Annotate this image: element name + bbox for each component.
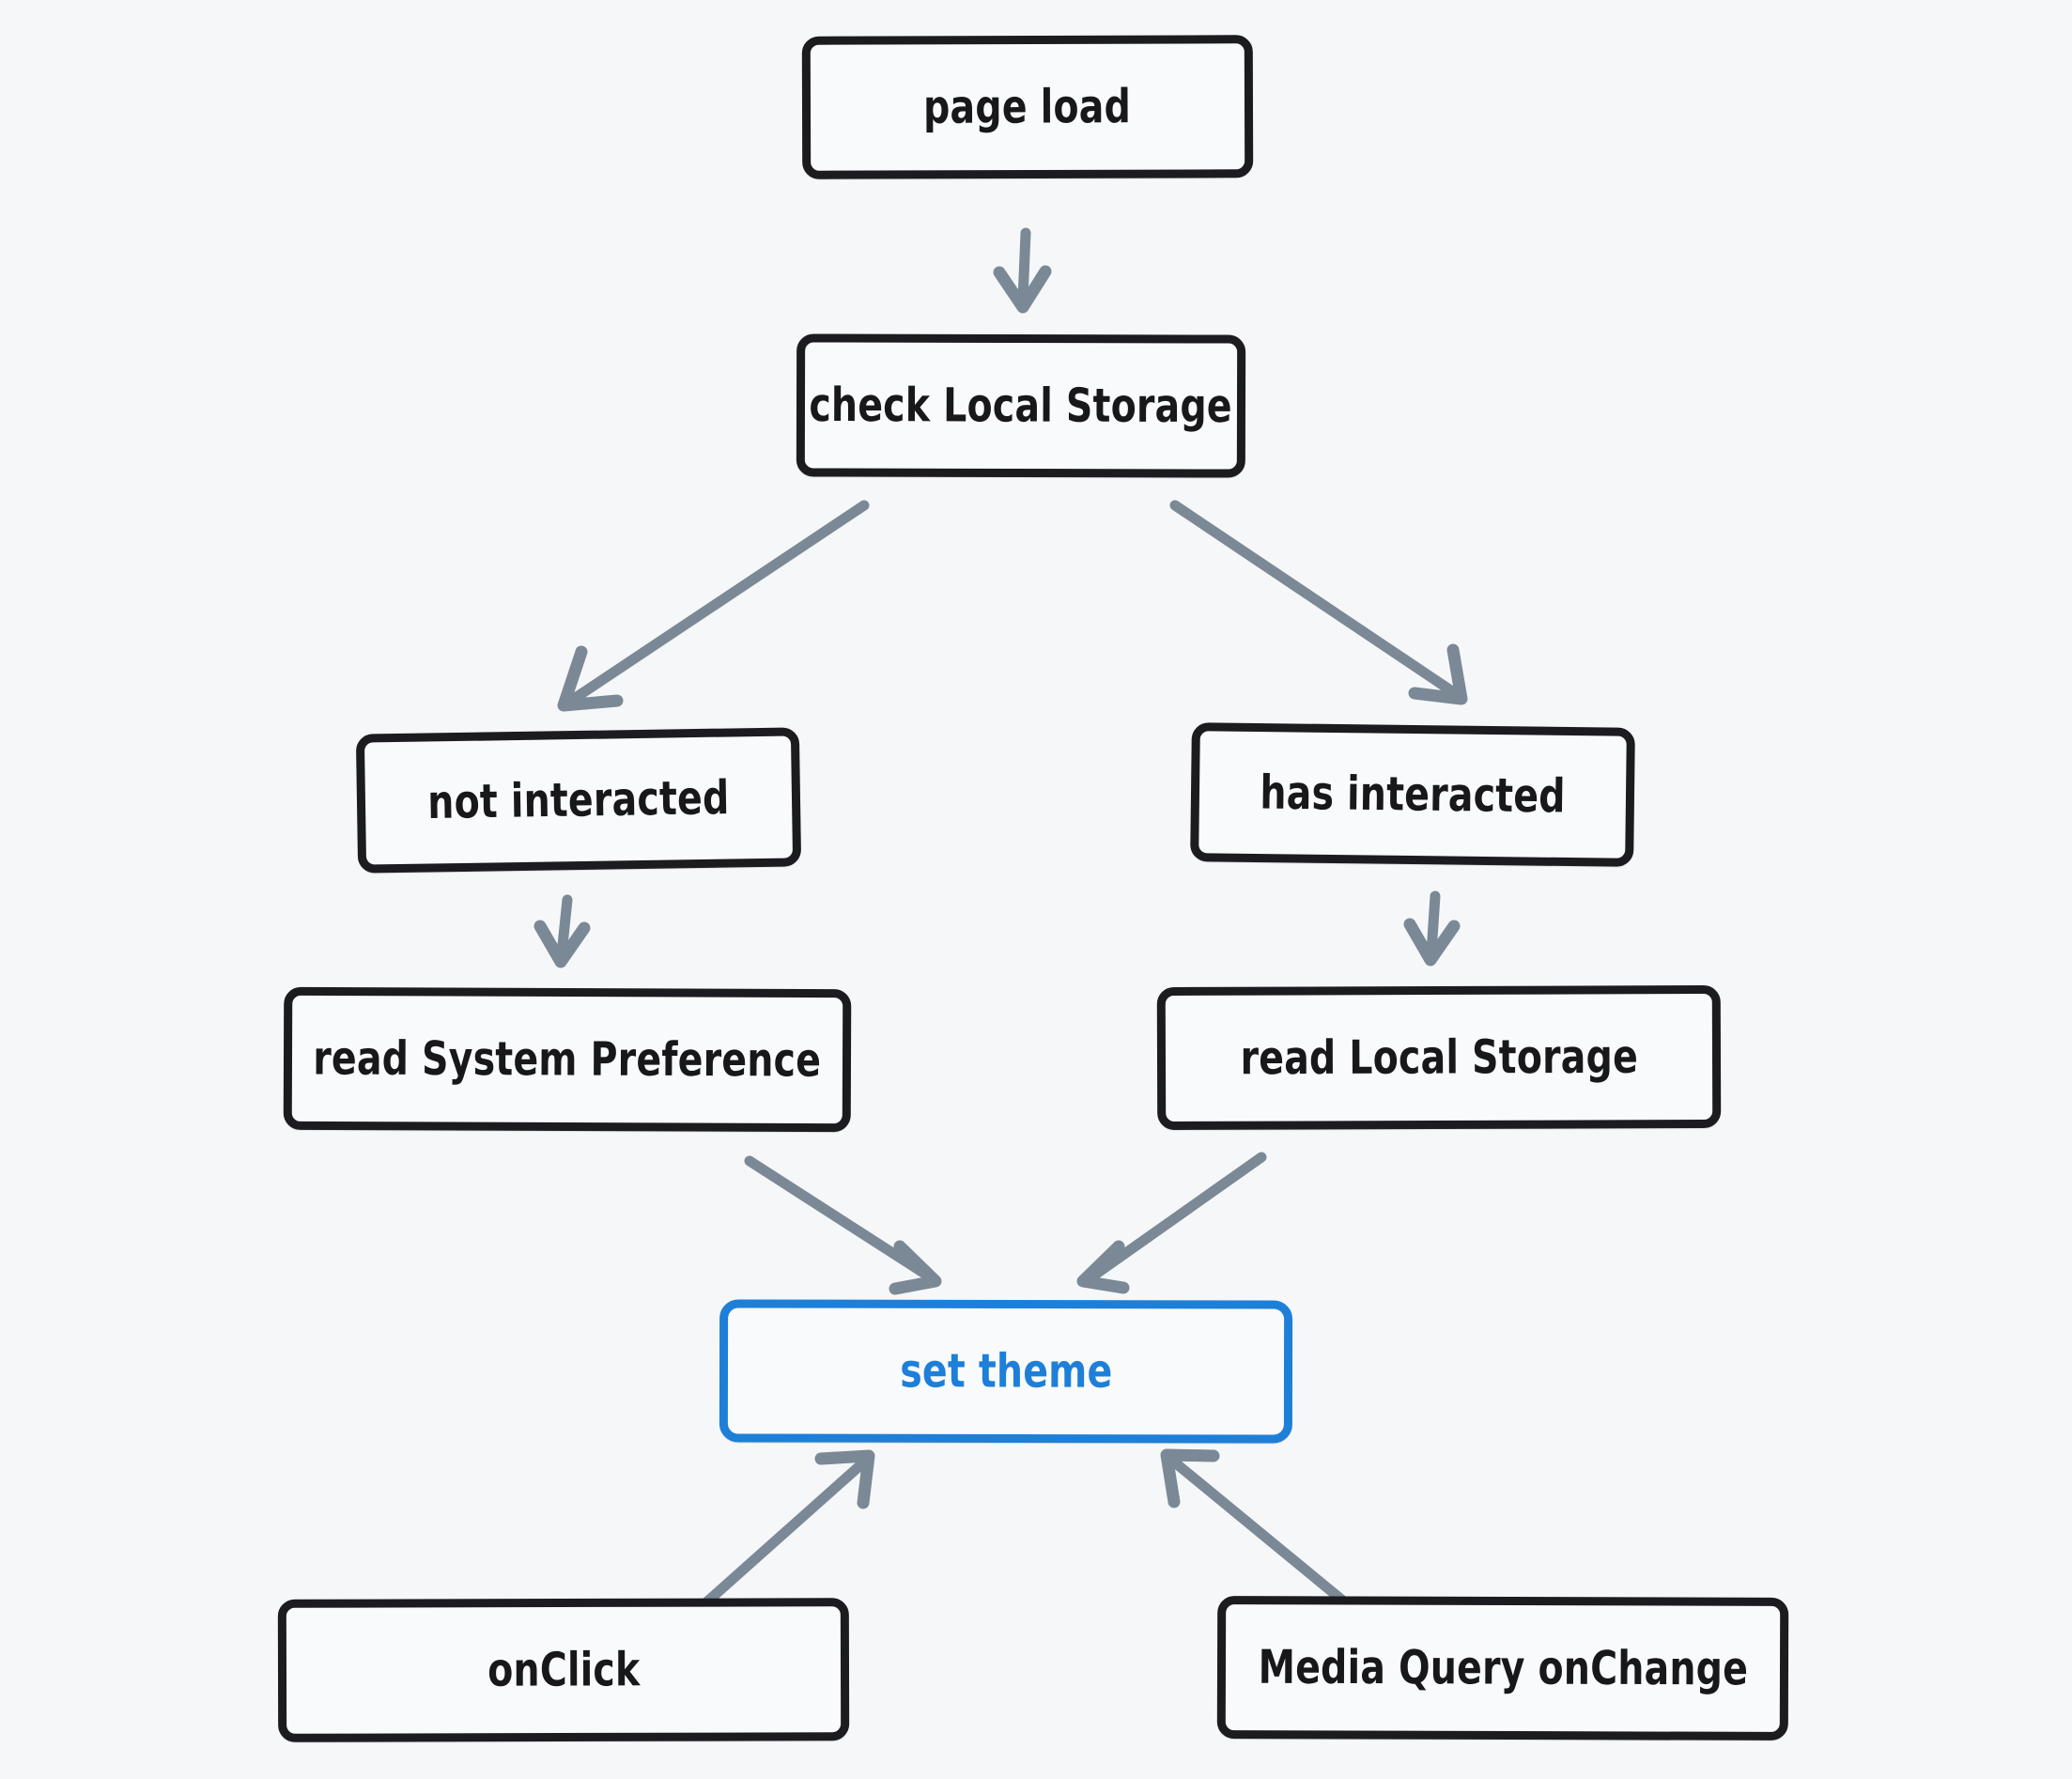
edge-check-local-storage-to-not-interacted (557, 500, 870, 712)
node-check-local-storage[interactable]: check Local Storage (796, 333, 1246, 478)
node-check-local-storage-label: check Local Storage (809, 377, 1233, 433)
node-media-query-on-change[interactable]: Media Query onChange (1216, 1596, 1789, 1740)
edge-on-click-to-set-theme (701, 1449, 875, 1608)
edge-read-local-storage-to-set-theme (1076, 1152, 1267, 1294)
edge-not-interacted-to-read-system-preference (533, 894, 591, 968)
node-not-interacted-label: not interacted (426, 769, 731, 829)
edge-check-local-storage-to-has-interacted (1169, 500, 1468, 705)
node-read-system-preference[interactable]: read System Preference (283, 986, 852, 1133)
node-has-interacted[interactable]: has interacted (1190, 722, 1635, 867)
node-on-click-label: onClick (487, 1642, 641, 1697)
node-on-click[interactable]: onClick (277, 1598, 850, 1742)
node-page-load[interactable]: page load (801, 35, 1254, 179)
node-read-system-preference-label: read System Preference (313, 1030, 822, 1088)
node-has-interacted-label: has interacted (1259, 765, 1567, 824)
node-read-local-storage-label: read Local Storage (1240, 1029, 1638, 1086)
edge-has-interacted-to-read-local-storage (1403, 890, 1461, 967)
edge-media-query-on-change-to-set-theme (1160, 1448, 1351, 1608)
edge-read-system-preference-to-set-theme (744, 1155, 942, 1295)
node-set-theme[interactable]: set theme (719, 1299, 1293, 1444)
node-page-load-label: page load (923, 79, 1132, 134)
node-not-interacted[interactable]: not interacted (355, 727, 802, 874)
node-set-theme-label: set theme (899, 1343, 1113, 1399)
node-media-query-on-change-label: Media Query onChange (1258, 1639, 1748, 1696)
node-read-local-storage[interactable]: read Local Storage (1156, 984, 1722, 1131)
edge-page-load-to-check-local-storage (993, 227, 1052, 314)
